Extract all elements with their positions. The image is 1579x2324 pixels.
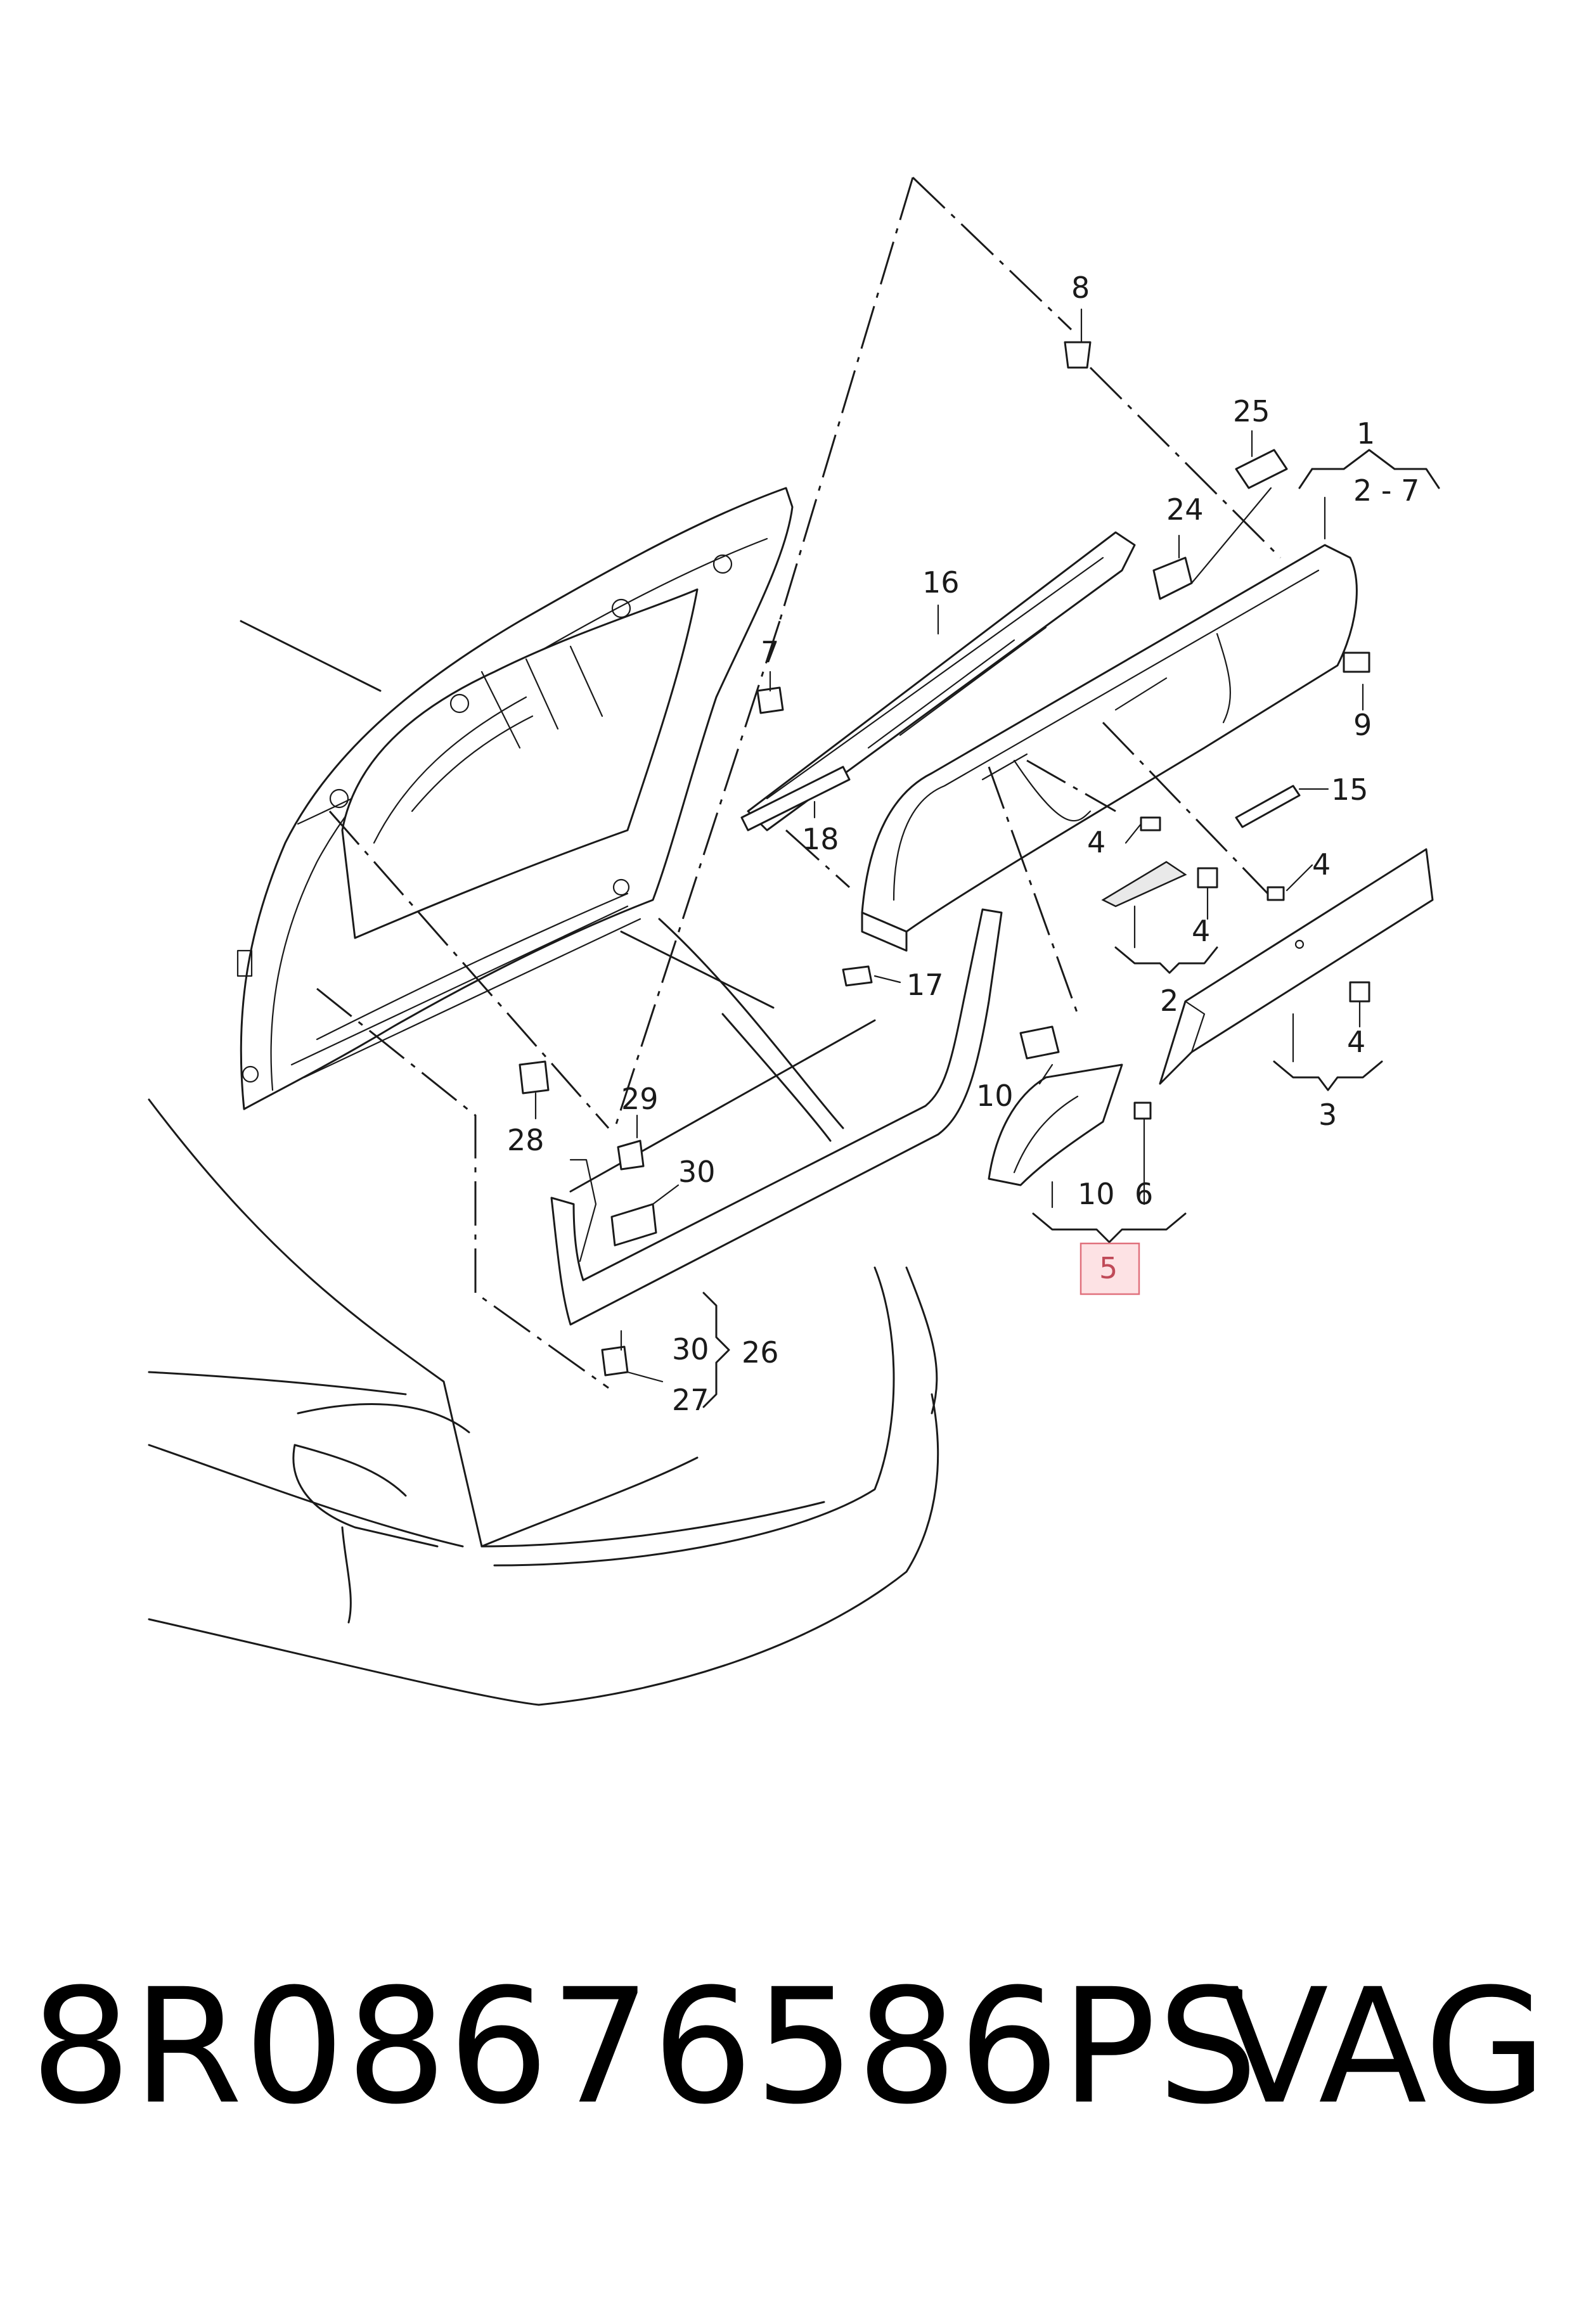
callout-15: 15 (1331, 773, 1369, 807)
clip-8 (1064, 341, 1092, 369)
screw-29 (617, 1140, 645, 1171)
clip-17 (842, 965, 873, 987)
fasteners (519, 341, 1370, 1377)
callout-2-7: 2 - 7 (1353, 473, 1419, 508)
clip-28 (519, 1060, 550, 1095)
clip-10a (1019, 1025, 1060, 1060)
callout-4-c: 4 (1192, 914, 1210, 948)
callout-9: 9 (1353, 708, 1372, 742)
callout-24: 24 (1166, 492, 1204, 527)
part-15 (1235, 785, 1301, 828)
part-3-side-trim (1159, 848, 1434, 1085)
callout-30-a: 30 (678, 1155, 716, 1189)
callout-10-b: 10 (1078, 1177, 1115, 1211)
clip-27 (601, 1345, 629, 1377)
callout-3: 3 (1318, 1098, 1337, 1132)
clip-4c (1266, 886, 1285, 901)
part-5-corner-trim (988, 1063, 1123, 1186)
callout-5-highlight (1080, 1242, 1140, 1295)
callout-10-a: 10 (976, 1079, 1014, 1113)
callout-7: 7 (761, 635, 779, 669)
brand-name: VAG (1220, 1955, 1547, 2139)
callout-4-a: 4 (1087, 825, 1105, 859)
callout-26: 26 (742, 1335, 779, 1370)
clip-7 (756, 686, 784, 714)
clip-4a (1140, 816, 1161, 831)
callout-2: 2 (1160, 984, 1178, 1018)
callout-4-b: 4 (1312, 847, 1331, 882)
callout-17: 17 (906, 968, 944, 1002)
callout-6: 6 (1135, 1177, 1153, 1211)
callout-labels: 1 2 - 7 25 24 8 16 7 9 15 18 4 4 4 4 2 3… (507, 271, 1419, 1417)
clip-4b (1197, 867, 1218, 889)
callout-1: 1 (1357, 416, 1375, 451)
leader-lines (534, 308, 1440, 1408)
callout-25: 25 (1233, 394, 1270, 428)
part-number: 8R08676586PS (30, 1955, 1260, 2139)
callout-18: 18 (802, 822, 839, 856)
tailgate-seal (550, 908, 1003, 1326)
bracket-24 (1152, 556, 1193, 600)
part-1-upper-trim (861, 544, 1358, 952)
screw-9 (1343, 652, 1370, 673)
part-18-strip (740, 766, 851, 831)
explode-lines (316, 176, 1282, 1389)
car-body-outline (148, 620, 939, 1706)
clip-4d (1349, 981, 1370, 1003)
part-2-panel (1101, 861, 1187, 908)
callout-28: 28 (507, 1123, 545, 1157)
callout-8: 8 (1071, 271, 1090, 305)
tailgate-panel (236, 487, 794, 1110)
callout-4-d: 4 (1347, 1025, 1365, 1059)
callout-5: 5 (1099, 1251, 1118, 1285)
callout-29: 29 (621, 1082, 659, 1116)
bracket-25 (1235, 449, 1288, 489)
pin-30 (610, 1203, 657, 1247)
part-16-trim (747, 531, 1136, 831)
callout-16: 16 (922, 565, 960, 600)
clip-6 (1133, 1101, 1152, 1120)
callout-27: 27 (672, 1383, 709, 1417)
callout-30-b: 30 (672, 1332, 709, 1366)
